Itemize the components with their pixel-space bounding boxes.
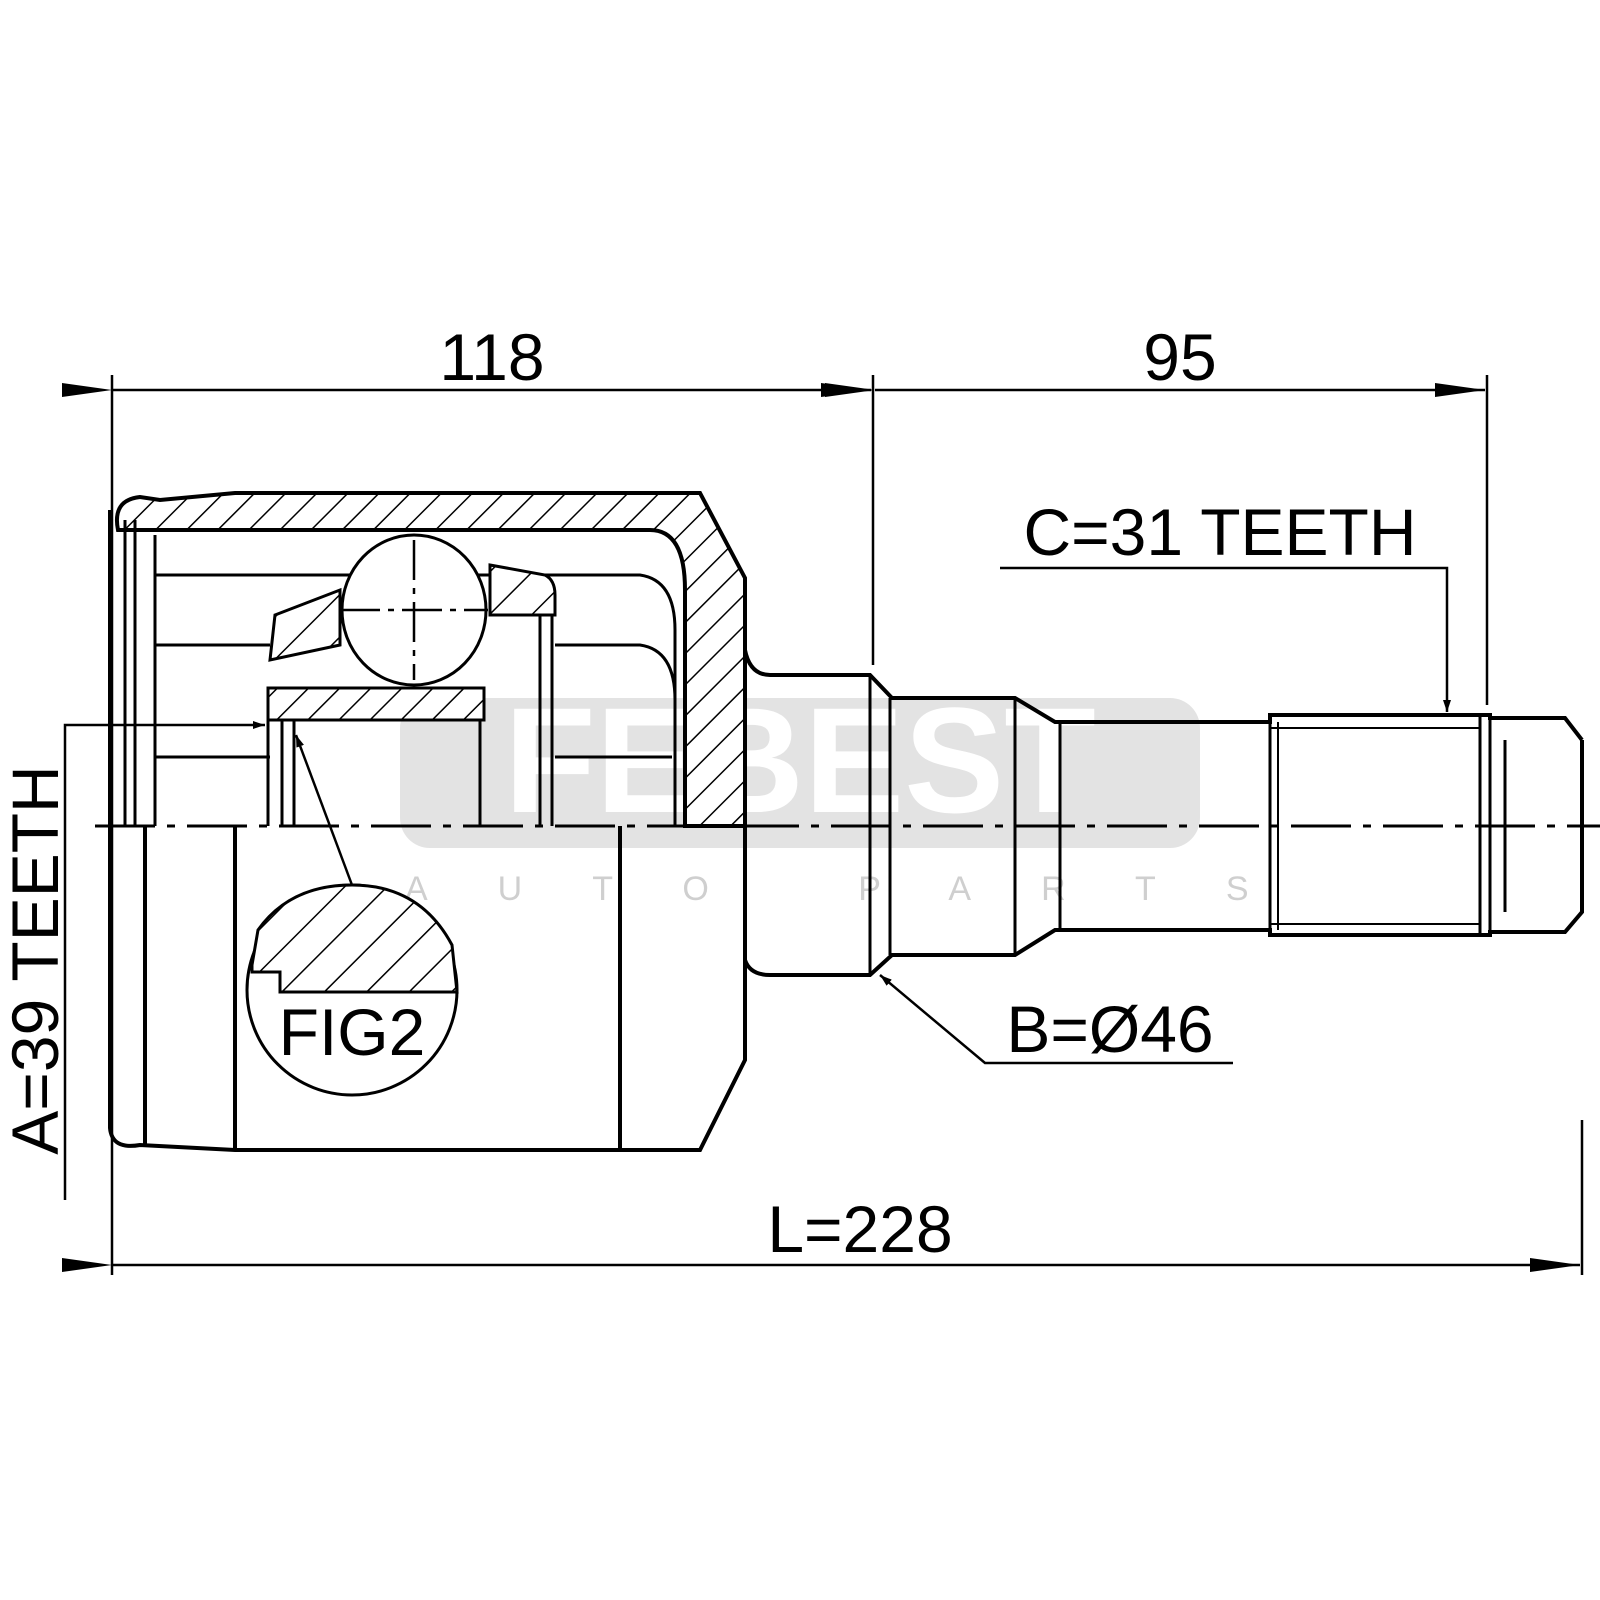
dimensions [62,375,1584,1275]
spline-outer-label: C=31 TEETH [1023,495,1416,569]
fig2-label: FIG2 [279,995,426,1069]
watermark-tagline: AUTO PARTS [405,870,1319,908]
total-length-label: L=228 [767,1192,952,1266]
housing [108,491,747,1152]
watermark-brand: FEBEST [504,676,1096,844]
dim-95: 95 [1143,320,1216,394]
spline-inner-label: A=39 TEETH [0,765,72,1154]
watermark: FEBEST AUTO PARTS [400,676,1319,908]
seal-diameter-label: B=Ø46 [1006,992,1213,1066]
dim-118: 118 [439,320,544,394]
fig2-detail: FIG2 [245,734,459,1097]
